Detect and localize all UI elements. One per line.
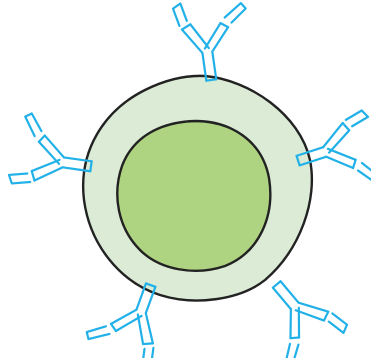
cell-nucleus (117, 121, 270, 271)
antibody-top (172, 0, 254, 84)
